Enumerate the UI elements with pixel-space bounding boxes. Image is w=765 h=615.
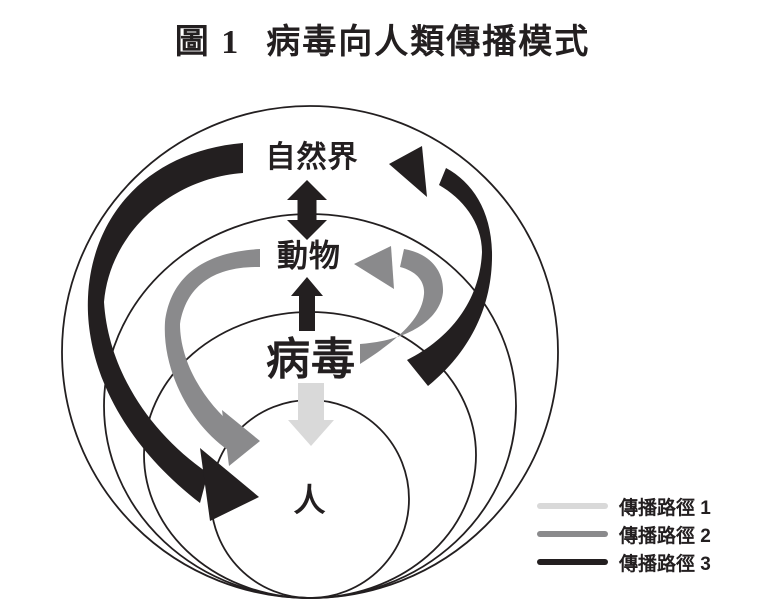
node-label-animal: 動物: [277, 238, 341, 274]
arrow-path2-right-head: [354, 246, 394, 289]
arrow-path3-nature-animal-double: [287, 180, 327, 240]
arrow-path3-virus-to-nature: [389, 146, 493, 386]
node-label-virus: 病毒: [266, 335, 356, 384]
arrow-path3-virus-to-animal-straight: [291, 277, 323, 331]
arrow-path3-right-body: [407, 168, 493, 386]
arrow-path3-left-body: [87, 143, 243, 503]
legend-label-path2: 傳播路徑 2: [619, 525, 711, 547]
arrow-path3-left-head: [200, 448, 259, 521]
node-label-human: 人: [293, 482, 327, 518]
node-label-nature: 自然界: [265, 141, 359, 174]
arrow-path2-left-body: [164, 249, 260, 450]
figure-title-text: 病毒向人類傳播模式: [266, 24, 591, 61]
legend-swatch-path3: [537, 559, 608, 565]
legend-item-path2: 傳播路徑 2: [537, 520, 711, 548]
legend: 傳播路徑 1 傳播路徑 2 傳播路徑 3: [537, 492, 711, 576]
arrow-path1-virus-to-human: [288, 383, 334, 446]
legend-swatch-path1: [537, 503, 608, 509]
arrow-path2-right-body: [360, 249, 444, 364]
arrow-path2-animal-to-human: [164, 249, 260, 466]
figure-title: 圖 1 病毒向人類傳播模式: [0, 14, 765, 63]
legend-item-path3: 傳播路徑 3: [537, 548, 711, 576]
figure-number: 圖 1: [174, 24, 241, 61]
arrow-path2-left-head: [222, 410, 260, 466]
arrow-path3-nature-to-human: [87, 143, 259, 521]
arrow-path2-virus-to-animal: [354, 246, 444, 364]
legend-item-path1: 傳播路徑 1: [537, 492, 711, 520]
arrow-path3-right-head: [389, 146, 427, 197]
legend-label-path1: 傳播路徑 1: [619, 497, 711, 519]
legend-label-path3: 傳播路徑 3: [619, 553, 711, 575]
legend-swatch-path2: [537, 531, 608, 537]
